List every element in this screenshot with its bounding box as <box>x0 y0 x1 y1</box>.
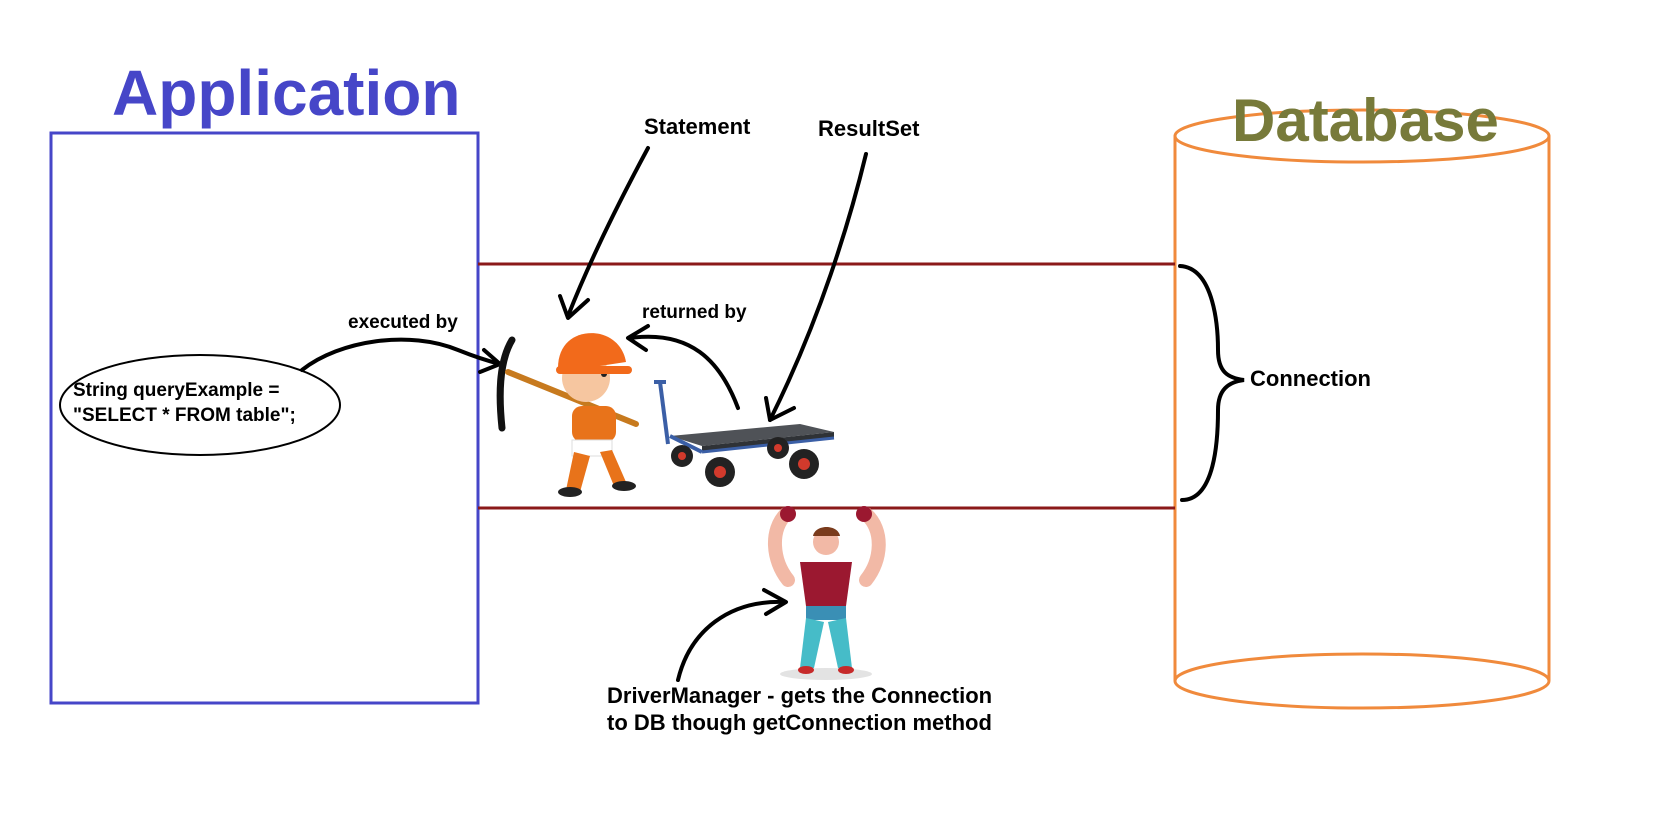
query-line-1: String queryExample = <box>73 380 280 401</box>
application-box <box>49 131 480 705</box>
statement-label: Statement <box>644 114 751 139</box>
query-ellipse <box>59 354 341 456</box>
resultset-arrowhead <box>764 396 796 422</box>
connection-label: Connection <box>1250 366 1371 391</box>
worker-with-pickaxe-icon <box>496 333 639 497</box>
returned-by-arrowhead <box>626 324 650 352</box>
query-line-2: "SELECT * FROM table"; <box>73 405 296 426</box>
driver-arrow <box>676 599 786 682</box>
returned-by-arrow <box>628 334 740 410</box>
query-text: String queryExample = "SELECT * FROM tab… <box>73 378 296 428</box>
resultset-arrow <box>768 152 868 422</box>
driver-arrowhead <box>762 588 788 616</box>
executed-by-arrow <box>300 337 502 372</box>
executed-by-label: executed by <box>348 312 458 333</box>
driver-caption-line-1: DriverManager - gets the Connection <box>607 683 993 708</box>
application-title: Application <box>112 57 461 129</box>
connection-brace <box>1178 264 1245 502</box>
returned-by-label: returned by <box>642 302 747 323</box>
statement-arrowhead <box>558 294 590 320</box>
database-cylinder <box>1173 108 1551 710</box>
cart-icon <box>654 380 835 487</box>
driver-manager-caption: DriverManager - gets the Connection to D… <box>607 682 992 736</box>
resultset-label: ResultSet <box>818 116 920 141</box>
driver-caption-line-2: to DB though getConnection method <box>607 710 992 735</box>
database-title: Database <box>1232 87 1499 154</box>
statement-arrow <box>566 146 650 318</box>
strongman-icon <box>767 506 886 680</box>
